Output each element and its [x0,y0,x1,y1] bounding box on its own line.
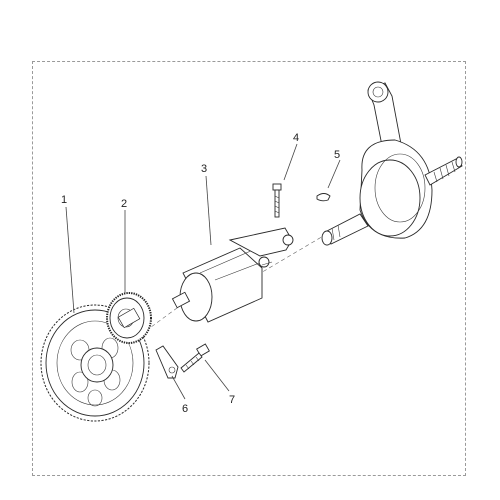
bolt-vertical [272,183,282,218]
starter-motor [171,227,294,323]
leader-1 [65,206,75,314]
leader-6 [171,375,186,400]
intermediate-gear [106,292,152,344]
leader-4 [283,143,298,181]
callout-6: 6 [182,403,188,415]
bracket-clip [155,345,179,379]
callout-3: 3 [201,163,207,175]
leader-3 [205,175,212,246]
screw [180,343,210,373]
callout-2: 2 [121,198,127,210]
callout-5: 5 [334,149,340,161]
crankshaft [321,81,463,246]
callout-4: 4 [293,132,299,144]
callout-7: 7 [229,394,235,406]
woodruff-key [316,193,331,202]
callout-1: 1 [61,194,67,206]
leader-5 [327,159,341,189]
leader-7 [204,359,230,392]
diagram-frame [32,61,466,476]
